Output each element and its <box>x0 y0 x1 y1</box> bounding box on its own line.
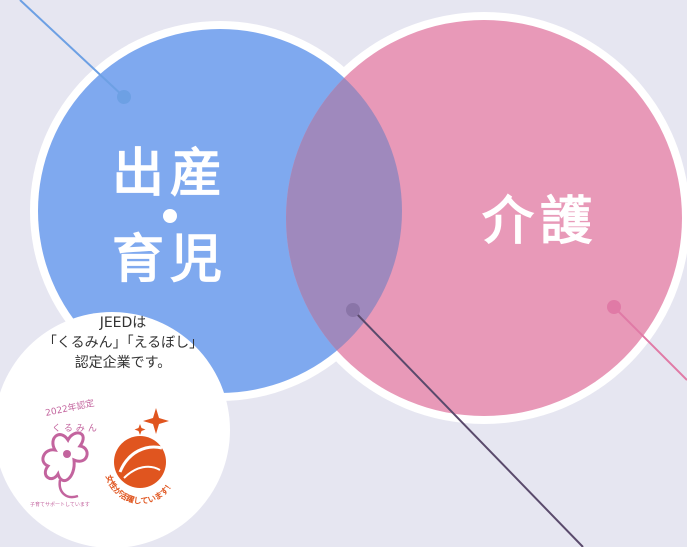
overlap-leader-dot <box>346 303 360 317</box>
overlap-leader-line <box>352 309 584 547</box>
certification-line3: 認定企業です。 <box>74 355 172 371</box>
eruboshi-mark-icon <box>114 436 166 488</box>
kurumin-middle-text: くるみん <box>52 423 100 434</box>
pink-leader-line <box>613 306 687 381</box>
certification-line2: 「くるみん」「えるぼし」 <box>42 335 204 351</box>
certification-line1: JEEDは <box>99 315 147 331</box>
childcare-label-line2: 育児 <box>111 230 228 290</box>
certification-badge-bg <box>0 312 230 547</box>
childcare-label: 出産 育児 <box>95 145 245 289</box>
childcare-label-line1: 出産 <box>111 144 228 204</box>
blue-leader-line <box>19 0 125 98</box>
care-label: 介護 <box>481 192 598 252</box>
separator-dot <box>163 209 177 223</box>
kurumin-bottom-text: 子育てサポートしています <box>30 501 90 508</box>
sparkle-icon <box>143 408 169 434</box>
pink-leader-dot <box>607 300 621 314</box>
blue-leader-dot <box>117 90 131 104</box>
kurumin-mark-icon <box>41 431 89 499</box>
sparkle-small-icon <box>134 424 146 435</box>
certification-text: JEEDは 「くるみん」「えるぼし」 認定企業です。 <box>28 313 218 373</box>
care-circle <box>286 20 682 416</box>
